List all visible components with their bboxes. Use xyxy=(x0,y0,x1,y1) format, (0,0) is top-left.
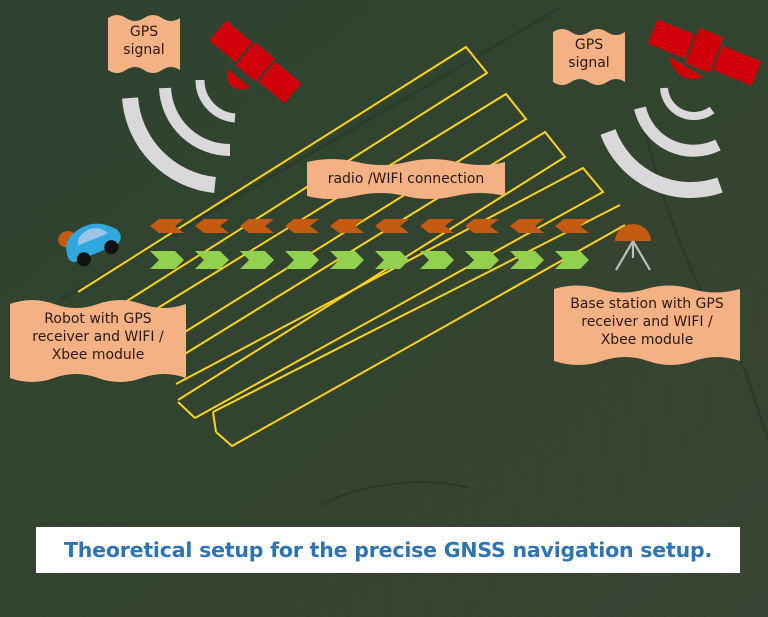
uplink-arrows xyxy=(150,251,589,269)
base-station-label: Base station with GPS receiver and WIFI … xyxy=(554,283,740,367)
right-satellite-icon xyxy=(647,19,762,86)
robot-car-icon xyxy=(58,223,121,267)
gps-signal-label-left: GPS signal xyxy=(108,14,180,74)
robot-label: Robot with GPS receiver and WIFI / Xbee … xyxy=(10,296,186,386)
gps-base-station-icon xyxy=(615,224,651,271)
coverage-path xyxy=(77,45,626,448)
left-satellite-icon xyxy=(209,20,302,104)
diagram-title: Theoretical setup for the precise GNSS n… xyxy=(63,538,713,562)
caption-box: Theoretical setup for the precise GNSS n… xyxy=(36,527,740,573)
right-signal-waves-icon xyxy=(600,87,723,199)
gps-signal-label-right: GPS signal xyxy=(553,28,625,86)
radio-wifi-connection-label: radio /WIFI connection xyxy=(307,158,505,200)
downlink-arrows xyxy=(150,219,589,233)
left-signal-waves-icon xyxy=(122,79,236,193)
